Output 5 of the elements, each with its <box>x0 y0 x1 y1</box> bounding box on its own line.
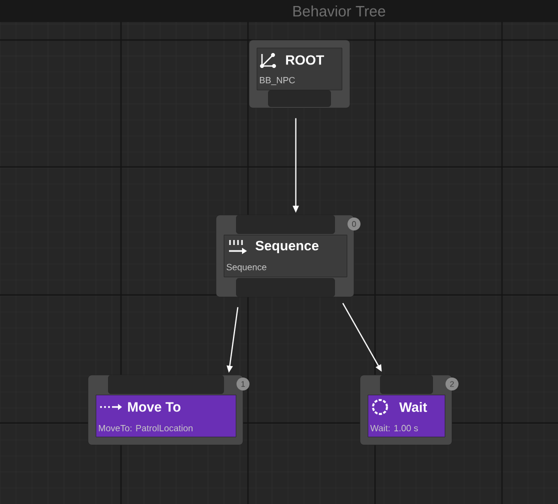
title-bar: Behavior Tree <box>0 0 558 22</box>
index-badge: 1 <box>236 378 250 390</box>
index-badge: 0 <box>348 218 360 230</box>
index-badge: 2 <box>446 378 458 390</box>
node-drawing: ROOT BB_NPC <box>248 40 350 108</box>
